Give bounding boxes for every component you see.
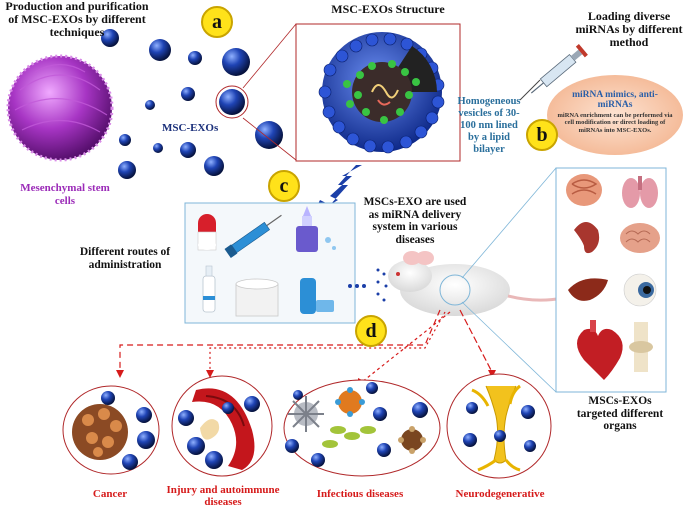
mirna-title: miRNA mimics, anti-miRNAs xyxy=(572,90,658,111)
pill-capsule-icon xyxy=(197,214,217,251)
mirna-loading-oval xyxy=(547,75,683,155)
injury-label: Injury and autoimmune diseases xyxy=(166,484,280,509)
disease-routing-lines xyxy=(119,309,493,383)
joint-icon xyxy=(629,322,653,372)
inhaler-icon xyxy=(300,278,334,314)
exosome-structure xyxy=(318,32,445,154)
pathogens-illustration xyxy=(285,382,428,467)
mesenchymal-stem-cell xyxy=(6,54,114,162)
vesicle-description: Homogeneous vesicles of 30-100 nm lined … xyxy=(457,96,521,156)
infectious-label: Infectious diseases xyxy=(316,488,404,500)
mirna-description: miRNA enrichment can be performed via ce… xyxy=(557,112,673,134)
delivery-dots xyxy=(348,268,388,302)
eye-icon xyxy=(623,273,657,307)
cancer-label: Cancer xyxy=(92,488,128,500)
mesenchymal-label: Mesenchymal stem cells xyxy=(20,182,110,207)
heart-icon xyxy=(577,320,623,380)
syringe-icon xyxy=(224,214,282,259)
lungs-icon xyxy=(622,176,658,208)
badge-d: d xyxy=(355,315,387,347)
badge-b: b xyxy=(526,119,558,151)
brain-icon xyxy=(620,223,660,253)
ointment-jar-icon xyxy=(235,278,279,317)
structure-title: MSC-EXOs Structure xyxy=(331,2,445,16)
nasal-spray-icon xyxy=(202,265,216,313)
neuro-label: Neurodegenerative xyxy=(455,488,545,500)
mouse-illustration xyxy=(388,251,584,316)
neuron-illustration xyxy=(463,384,536,472)
intestine-icon xyxy=(566,174,602,206)
dropper-bottle-icon xyxy=(296,206,336,252)
badge-c: c xyxy=(268,170,300,202)
tumor-illustration xyxy=(72,391,155,470)
exosome-cluster xyxy=(101,29,283,179)
organs-label: MSCs-EXOs targeted different organs xyxy=(576,395,664,433)
liver-icon xyxy=(568,278,608,301)
routes-label: Different routes of administration xyxy=(79,246,171,271)
injury-illustration xyxy=(178,388,260,470)
loading-syringe-icon xyxy=(530,44,588,94)
production-title: Production and purification of MSC-EXOs … xyxy=(5,0,149,40)
msc-exos-label: MSC-EXOs xyxy=(162,122,219,134)
delivery-label: MSCs-EXO are used as miRNA delivery syst… xyxy=(363,196,467,246)
badge-a: a xyxy=(201,6,233,38)
loading-title: Loading diverse miRNAs by different meth… xyxy=(575,9,683,50)
kidney-icon xyxy=(574,222,600,254)
